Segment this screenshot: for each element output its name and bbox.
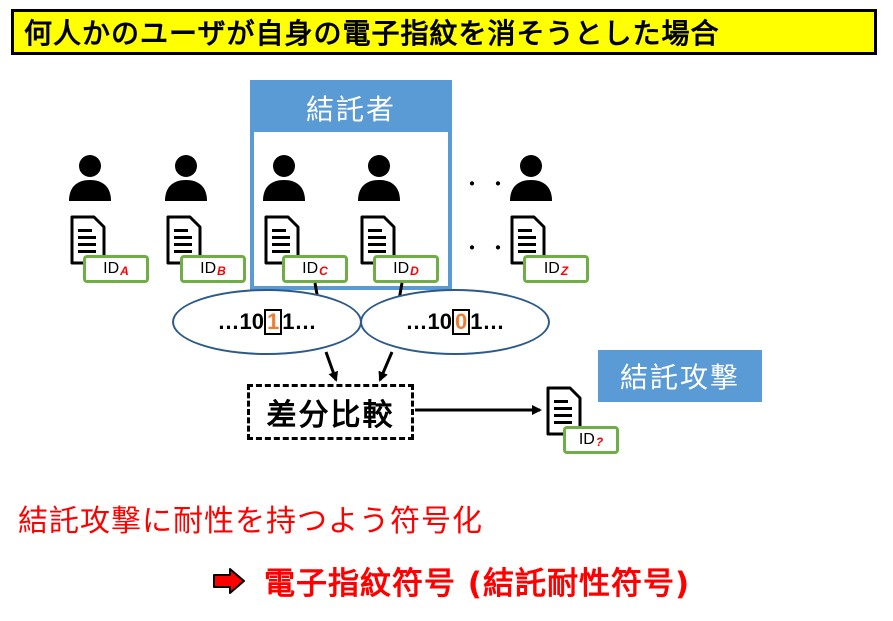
bitstring-highlight-bit: 0	[451, 309, 471, 335]
person-icon	[69, 155, 111, 201]
conclusion-line-2: 電子指紋符号 (結託耐性符号)	[212, 558, 690, 603]
right-arrow-icon	[213, 567, 245, 594]
difference-comparison-label: 差分比較	[266, 398, 395, 433]
bitstring-prefix: …10	[217, 309, 264, 334]
document-icon	[70, 215, 106, 265]
conclusion-line-1: 結託攻撃に耐性を持つよう符号化	[18, 504, 483, 539]
ellipsis-top: ・・・	[462, 174, 540, 196]
bitstring-suffix: 1…	[470, 309, 505, 334]
document-icon	[360, 215, 396, 265]
id-prefix: ID	[103, 260, 120, 277]
id-prefix: ID	[543, 260, 560, 277]
id-suffix: D	[410, 264, 419, 278]
id-tag-unknown: ID?	[563, 426, 619, 454]
difference-comparison-box: 差分比較	[247, 384, 414, 440]
collusion-attack-label: 結託攻撃	[598, 350, 762, 402]
id-suffix: ?	[595, 435, 604, 449]
document-icon	[546, 386, 582, 436]
id-suffix: A	[120, 264, 129, 278]
bitstring-highlight-bit: 1	[263, 309, 283, 335]
ellipse1-to-compare-arrow	[324, 351, 339, 382]
person-icon	[263, 155, 305, 201]
bitstring-suffix: 1…	[282, 309, 317, 334]
id-suffix: C	[319, 264, 328, 278]
conclusion-line-2-text: 電子指紋符号 (結託耐性符号)	[264, 566, 691, 602]
page-title: 何人かのユーザが自身の電子指紋を消そうとした場合	[11, 9, 877, 55]
document-icon	[264, 215, 300, 265]
person-icon	[165, 155, 207, 201]
document-icon	[166, 215, 202, 265]
person-icon	[510, 155, 552, 201]
document-icon	[510, 215, 546, 265]
id-prefix: ID	[578, 431, 595, 448]
id-suffix: Z	[560, 264, 569, 278]
colluder-group-label: 結託者	[254, 84, 448, 132]
bitstring-prefix: …10	[405, 309, 452, 334]
id-prefix: ID	[393, 260, 410, 277]
person-icon	[358, 155, 400, 201]
id-prefix: ID	[302, 260, 319, 277]
ellipse2-to-compare-arrow	[378, 351, 394, 382]
page-title-text: 何人かのユーザが自身の電子指紋を消そうとした場合	[24, 17, 720, 50]
id-prefix: ID	[200, 260, 217, 277]
id-suffix: B	[217, 264, 226, 278]
